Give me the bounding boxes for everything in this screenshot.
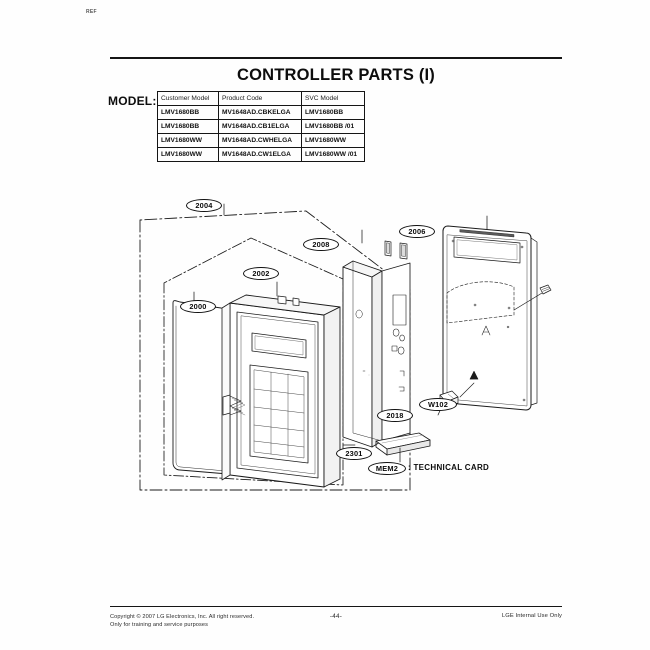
part-2006-rear-cover <box>442 225 538 411</box>
footer-notice: LGE Internal Use Only <box>501 613 562 619</box>
cell-product-code: MV1648AD.CW1ELGA <box>218 147 302 162</box>
footer-divider <box>110 606 562 608</box>
cell-svc-model: LMV1680BB /01 <box>301 119 365 134</box>
cell-svc-model: LMV1680WW <box>301 133 365 148</box>
table-row: LMV1680BB MV1648AD.CB1ELGA LMV1680BB /01 <box>157 119 365 134</box>
footer-copyright-line2: Only for training and service purposes <box>110 622 209 629</box>
callout-2002[interactable]: 2002 <box>243 267 279 280</box>
model-label: MODEL: <box>108 94 157 108</box>
cell-svc-model: LMV1680WW /01 <box>301 147 365 162</box>
column-header-product-code: Product Code <box>218 91 302 106</box>
footer-copyright-line1: Copyright © 2007 LG Electronics, Inc. Al… <box>110 614 255 620</box>
cell-customer-model: LMV1680BB <box>157 105 219 120</box>
part-2002-control-panel <box>221 294 341 488</box>
callout-mem2[interactable]: MEM2 <box>368 462 406 475</box>
footer-copyright: Copyright © 2007 LG Electronics, Inc. Al… <box>110 613 254 630</box>
cell-product-code: MV1648AD.CWHELGA <box>218 133 302 148</box>
technical-card-label: : TECHNICAL CARD <box>408 463 490 472</box>
page-title: CONTROLLER PARTS (I) <box>236 66 435 84</box>
wire-w102 <box>459 370 479 398</box>
table-header-row: Customer Model Product Code SVC Model <box>157 91 365 106</box>
cell-product-code: MV1648AD.CB1ELGA <box>218 119 302 134</box>
callout-w102[interactable]: W102 <box>419 398 457 411</box>
column-header-svc-model: SVC Model <box>301 91 365 106</box>
callout-2006[interactable]: 2006 <box>399 225 435 238</box>
callout-2018[interactable]: 2018 <box>377 409 413 422</box>
page-number: -44- <box>329 613 343 620</box>
diagram-svg <box>139 203 552 491</box>
part-mem2-technical-card <box>375 432 431 456</box>
model-table: Customer Model Product Code SVC Model LM… <box>157 91 365 162</box>
cell-svc-model: LMV1680BB <box>301 105 365 120</box>
exploded-parts-diagram <box>110 175 562 505</box>
callout-2008[interactable]: 2008 <box>303 238 339 251</box>
callout-2004[interactable]: 2004 <box>186 199 222 212</box>
header-divider <box>110 57 562 59</box>
callout-2301[interactable]: 2301 <box>336 447 372 460</box>
column-header-customer-model: Customer Model <box>157 91 219 106</box>
cell-product-code: MV1648AD.CBKELGA <box>218 105 302 120</box>
table-row: LMV1680WW MV1648AD.CWHELGA LMV1680WW <box>157 133 365 148</box>
corner-mark: REF <box>86 9 97 15</box>
table-row: LMV1680WW MV1648AD.CW1ELGA LMV1680WW /01 <box>157 147 365 162</box>
cell-customer-model: LMV1680WW <box>157 147 219 162</box>
part-screw <box>513 284 552 311</box>
cell-customer-model: LMV1680BB <box>157 119 219 134</box>
ribbon-cable <box>222 394 246 416</box>
table-row: LMV1680BB MV1648AD.CBKELGA LMV1680BB <box>157 105 365 120</box>
part-2008-main-pcb <box>342 240 411 448</box>
part-2000-door-panel <box>172 300 229 475</box>
callout-2000[interactable]: 2000 <box>180 300 216 313</box>
cell-customer-model: LMV1680WW <box>157 133 219 148</box>
